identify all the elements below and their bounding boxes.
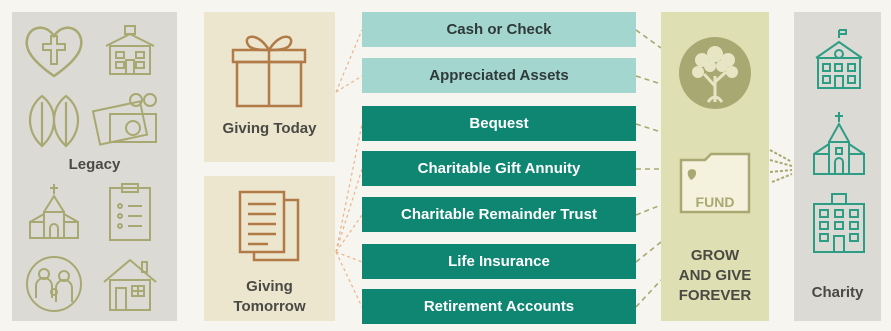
giving-tomorrow-line2: Tomorrow — [233, 298, 306, 315]
giving-today-label: Giving Today — [222, 120, 317, 137]
tree-logo-icon — [679, 37, 751, 109]
heart-cross-icon — [25, 26, 83, 78]
building-icon — [105, 25, 155, 75]
legacy-label: Legacy — [68, 156, 121, 173]
charity-label: Charity — [811, 284, 864, 301]
fund-tagline: GROW AND GIVE FOREVER — [661, 246, 769, 306]
fund-folder-label: FUND — [695, 194, 735, 210]
vehicle-life-insurance: Life Insurance — [362, 244, 636, 279]
fund-tagline-line1: GROW — [690, 247, 740, 264]
chapel-icon — [813, 112, 865, 175]
documents-icon — [238, 190, 300, 262]
giving-tomorrow-label: Giving Tomorrow — [204, 277, 335, 317]
giving-tomorrow-line1: Giving — [246, 278, 293, 295]
vehicle-cash-or-check: Cash or Check — [362, 12, 636, 47]
money-check-icon — [92, 93, 157, 146]
school-icon — [815, 29, 863, 89]
fund-folder-icon — [679, 152, 751, 214]
fund-tagline-line2: AND GIVE — [678, 267, 752, 284]
gift-icon — [231, 35, 307, 108]
fund-tagline-line3: FOREVER — [678, 287, 752, 304]
vehicle-charitable-gift-annuity: Charitable Gift Annuity — [362, 151, 636, 186]
house-icon — [103, 258, 157, 311]
vehicle-bequest: Bequest — [362, 106, 636, 141]
checklist-icon — [109, 183, 151, 241]
vehicle-appreciated-assets: Appreciated Assets — [362, 58, 636, 93]
church-icon — [29, 184, 79, 239]
vehicle-retirement-accounts: Retirement Accounts — [362, 289, 636, 324]
leaves-icon — [29, 94, 79, 148]
family-icon — [26, 256, 82, 312]
vehicle-charitable-remainder-trust: Charitable Remainder Trust — [362, 197, 636, 232]
office-building-icon — [813, 193, 865, 253]
